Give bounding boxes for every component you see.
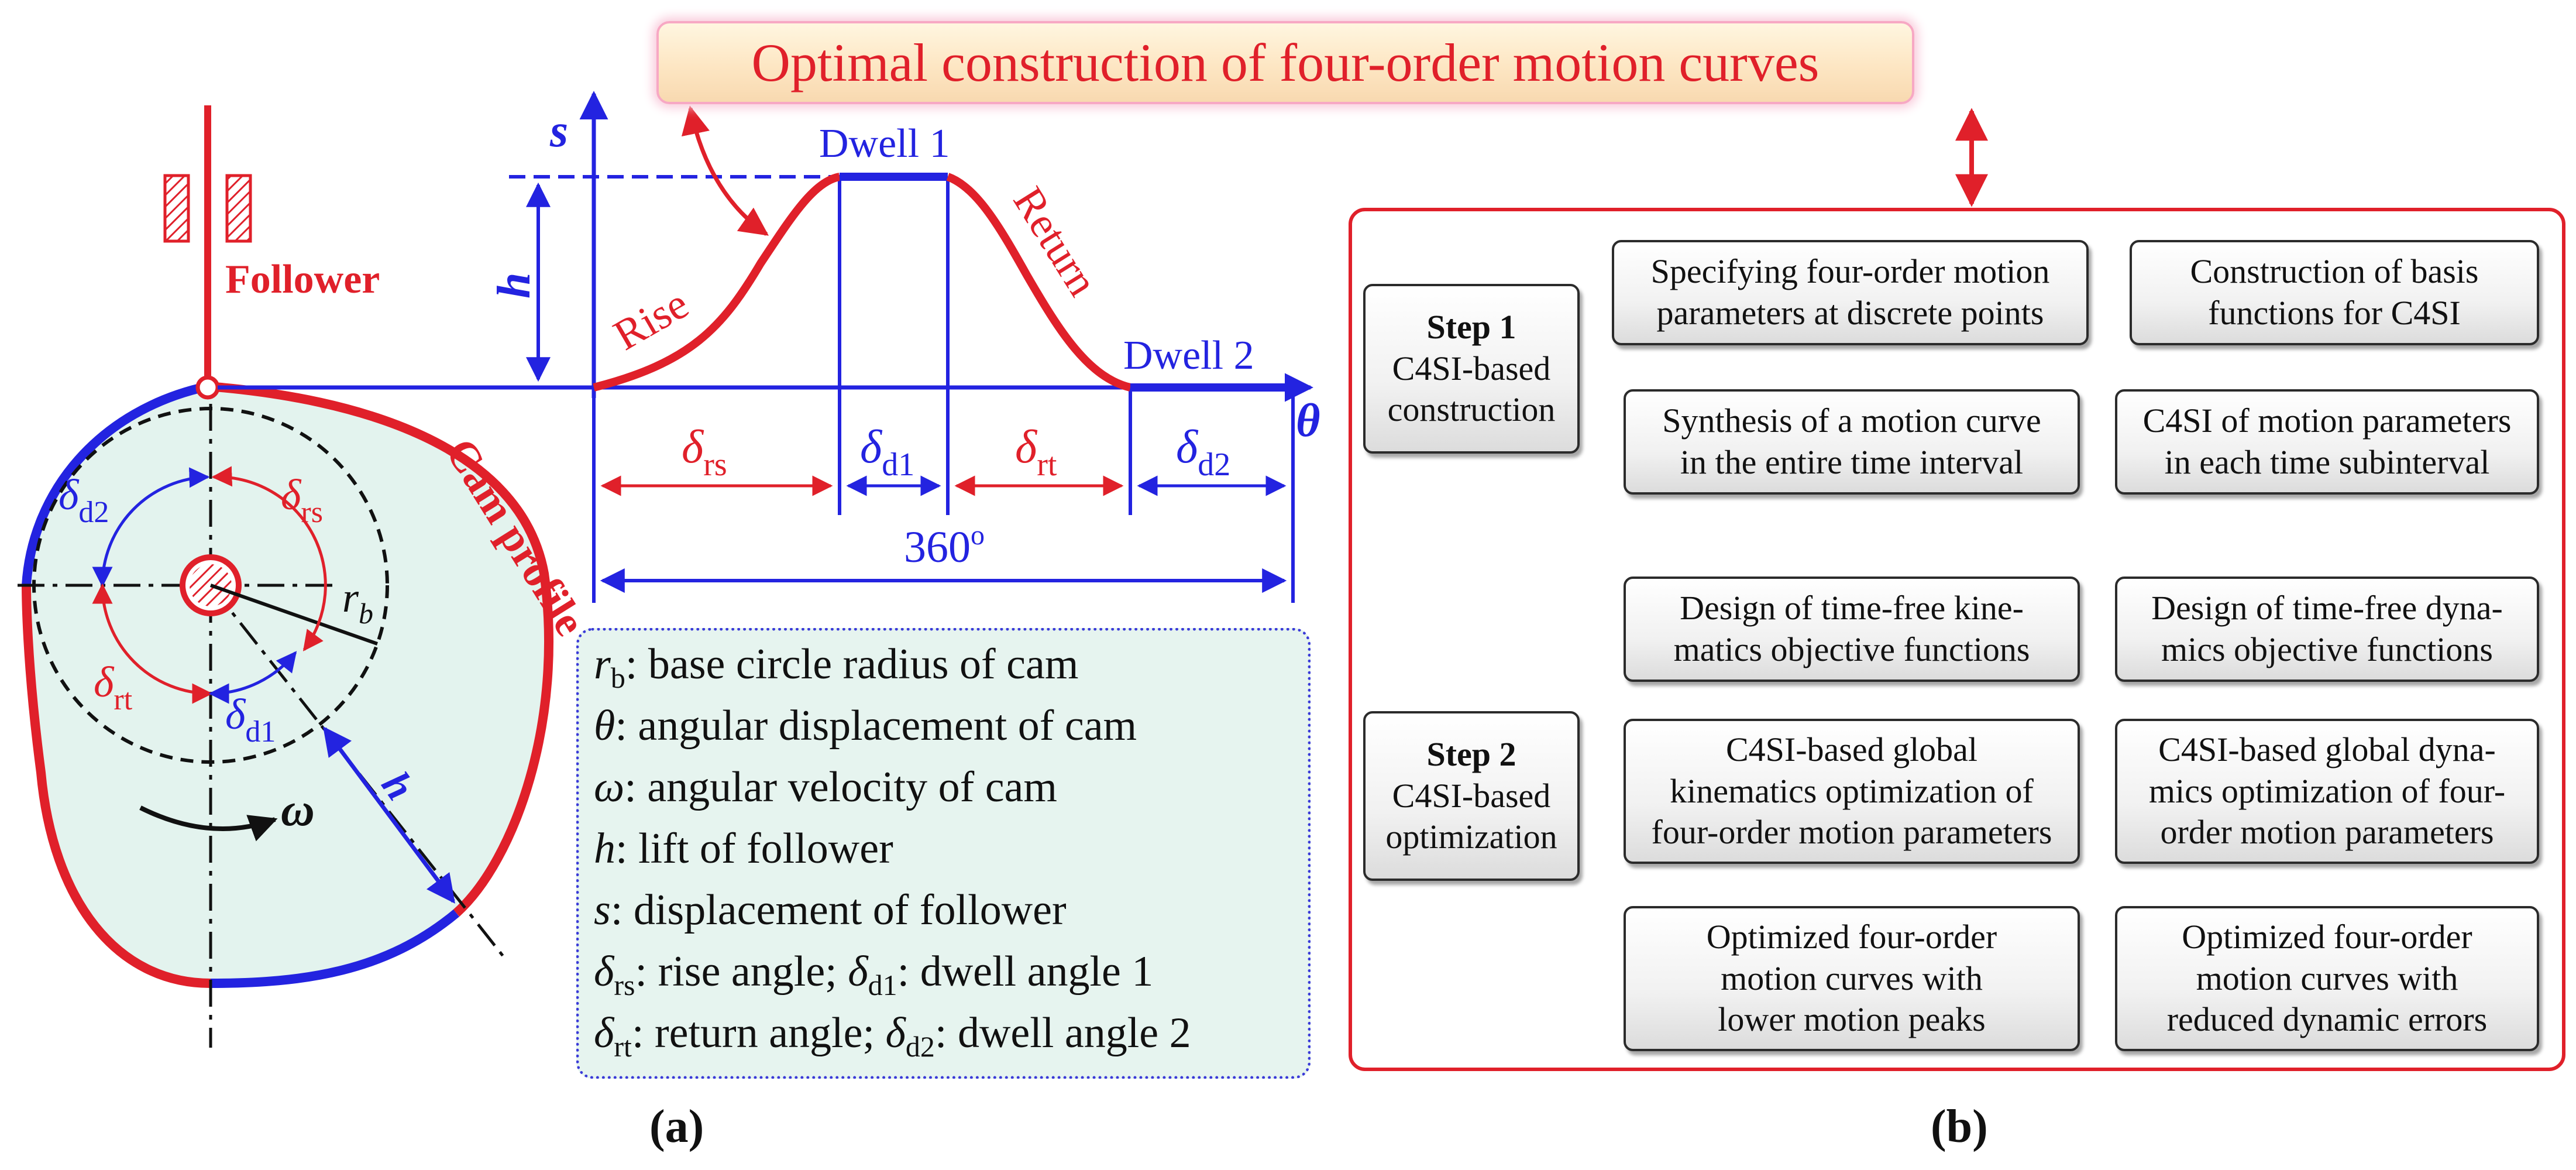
rb-label: rb bbox=[342, 574, 373, 630]
s-axis-label: s bbox=[549, 105, 568, 157]
delta-d1-label: δd1 bbox=[225, 691, 276, 749]
return-label: Return bbox=[1004, 179, 1107, 304]
legend-item: δrt: return angle; δd2: dwell angle 2 bbox=[594, 1009, 1191, 1063]
step2-box: Step 2 C4SI-based optimization bbox=[1363, 711, 1580, 881]
dwell1-label: Dwell 1 bbox=[819, 121, 950, 166]
cam-profile-dwell1 bbox=[210, 909, 460, 988]
cam-profile-rise bbox=[207, 382, 554, 917]
seg-d1-label: δd1 bbox=[860, 421, 914, 483]
seg-rt-label: δrt bbox=[1015, 421, 1057, 483]
rise-curve bbox=[593, 173, 841, 392]
return-curve bbox=[946, 173, 1131, 392]
follower-label: Follower bbox=[225, 257, 380, 302]
legend-item: ω: angular velocity of cam bbox=[594, 763, 1057, 811]
delta-d2-label: δd2 bbox=[59, 471, 109, 529]
total-angle-label: 360o bbox=[904, 520, 985, 572]
follower-roller bbox=[195, 375, 220, 400]
delta-rs-label: δrs bbox=[281, 471, 323, 529]
cam-profile-return bbox=[22, 585, 211, 988]
seg-d2-label: δd2 bbox=[1176, 421, 1230, 483]
title-banner: Optimal construction of four-order motio… bbox=[656, 21, 1914, 104]
design-kinematics-box: Design of time-free kine-matics objectiv… bbox=[1624, 577, 2080, 682]
legend-item: rb: base circle radius of cam bbox=[594, 640, 1079, 694]
caption-a: (a) bbox=[649, 1101, 704, 1152]
legend-item: s: displacement of follower bbox=[594, 886, 1067, 934]
legend-item: θ: angular displacement of cam bbox=[594, 702, 1137, 750]
global-dynamics-box: C4SI-based global dyna-mics optimization… bbox=[2115, 719, 2539, 864]
cam-profile-dwell2 bbox=[22, 382, 209, 586]
theta-axis-label: θ bbox=[1296, 395, 1320, 447]
legend-item: δrs: rise angle; δd1: dwell angle 1 bbox=[594, 948, 1154, 1001]
seg-rs-label: δrs bbox=[682, 421, 727, 483]
symbol-legend: rb: base circle radius of cam θ: angular… bbox=[576, 628, 1311, 1079]
caption-b: (b) bbox=[1931, 1101, 1988, 1152]
omega-label: ω bbox=[281, 784, 315, 836]
dwell2-label: Dwell 2 bbox=[1123, 333, 1254, 378]
figure-title: Optimal construction of four-order motio… bbox=[751, 33, 1820, 92]
legend-item: h: lift of follower bbox=[594, 825, 893, 873]
delta-rt-label: δrt bbox=[94, 658, 133, 716]
h-axis-label: h bbox=[489, 273, 540, 299]
design-dynamics-box: Design of time-free dyna-mics objective … bbox=[2115, 577, 2539, 682]
step1-box: Step 1 C4SI-based construction bbox=[1363, 284, 1580, 454]
